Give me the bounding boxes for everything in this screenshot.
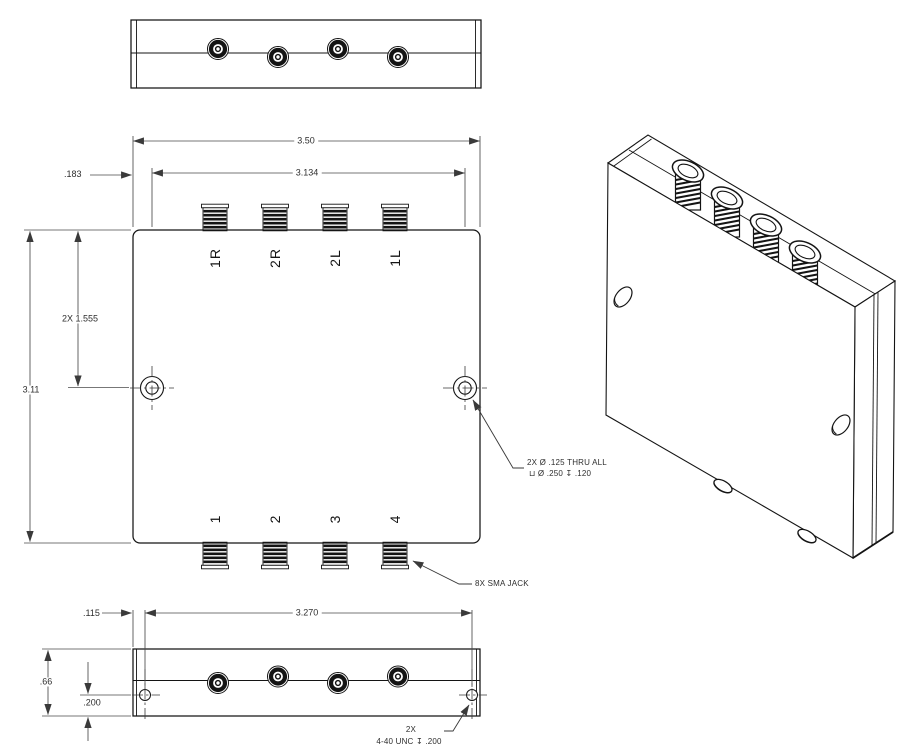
sma-jack-top-view-2 [268, 47, 289, 68]
front-view [129, 202, 488, 571]
top-view [130, 19, 482, 89]
dim-hole-span: 3.134 [292, 168, 322, 178]
sma-jack-bottom-view-4 [388, 666, 409, 687]
port-label-2R: 2R [267, 248, 283, 268]
isometric-view [605, 134, 897, 560]
dim-tap-offset: .200 [80, 698, 104, 708]
port-label-2: 2 [267, 514, 283, 524]
sma-connector-2R [260, 202, 290, 233]
dim-thickness: .66 [36, 677, 56, 687]
sma-connector-3 [320, 540, 350, 571]
dim-overall-height: 3.11 [19, 385, 43, 395]
callout-sma-jack: 8X SMA JACK [475, 579, 529, 588]
counterbore-leader [472, 399, 524, 469]
port-label-1: 1 [207, 514, 223, 524]
iso-mounting-hole-right [831, 414, 851, 436]
port-label-3: 3 [327, 514, 343, 524]
dim-hole-height: 2X 1.555 [58, 314, 102, 324]
sma-jack-leader [412, 560, 472, 585]
tap-leader [444, 704, 470, 732]
port-label-2L: 2L [327, 249, 343, 267]
callout-counterbore-line2: ⊔ Ø .250 ↧ .120 [529, 469, 592, 478]
sma-jack-bottom-view-2 [268, 666, 289, 687]
sma-jack-bottom-view-1 [208, 673, 229, 694]
dim-edge-to-hole: .183 [64, 169, 82, 179]
sma-jack-top-view-4 [388, 47, 409, 68]
sma-jack-bottom-view-3 [328, 673, 349, 694]
mounting-hole-left [129, 365, 175, 411]
port-label-1R: 1R [207, 248, 223, 268]
port-label-4: 4 [387, 514, 403, 524]
sma-jack-top-view-1 [208, 39, 229, 60]
sma-connector-2L [320, 202, 350, 233]
sma-jack-top-view-3 [328, 39, 349, 60]
sma-connector-1R [200, 202, 230, 233]
iso-mounting-hole-left [613, 286, 633, 308]
sma-connector-4 [380, 540, 410, 571]
port-label-1L: 1L [387, 249, 403, 267]
callout-tap-line1: 2X [405, 725, 417, 734]
bottom-view [131, 648, 488, 723]
sma-connector-1 [200, 540, 230, 571]
callout-counterbore-line1: 2X Ø .125 THRU ALL [527, 458, 607, 467]
sma-connector-1L [380, 202, 410, 233]
dim-edge-to-tap: .115 [83, 608, 100, 618]
dim-overall-width: 3.50 [294, 136, 318, 146]
sma-connector-2 [260, 540, 290, 571]
dim-tap-span: 3.270 [292, 608, 322, 618]
callout-tap-line2: 4-40 UNC ↧ .200 [376, 737, 442, 746]
